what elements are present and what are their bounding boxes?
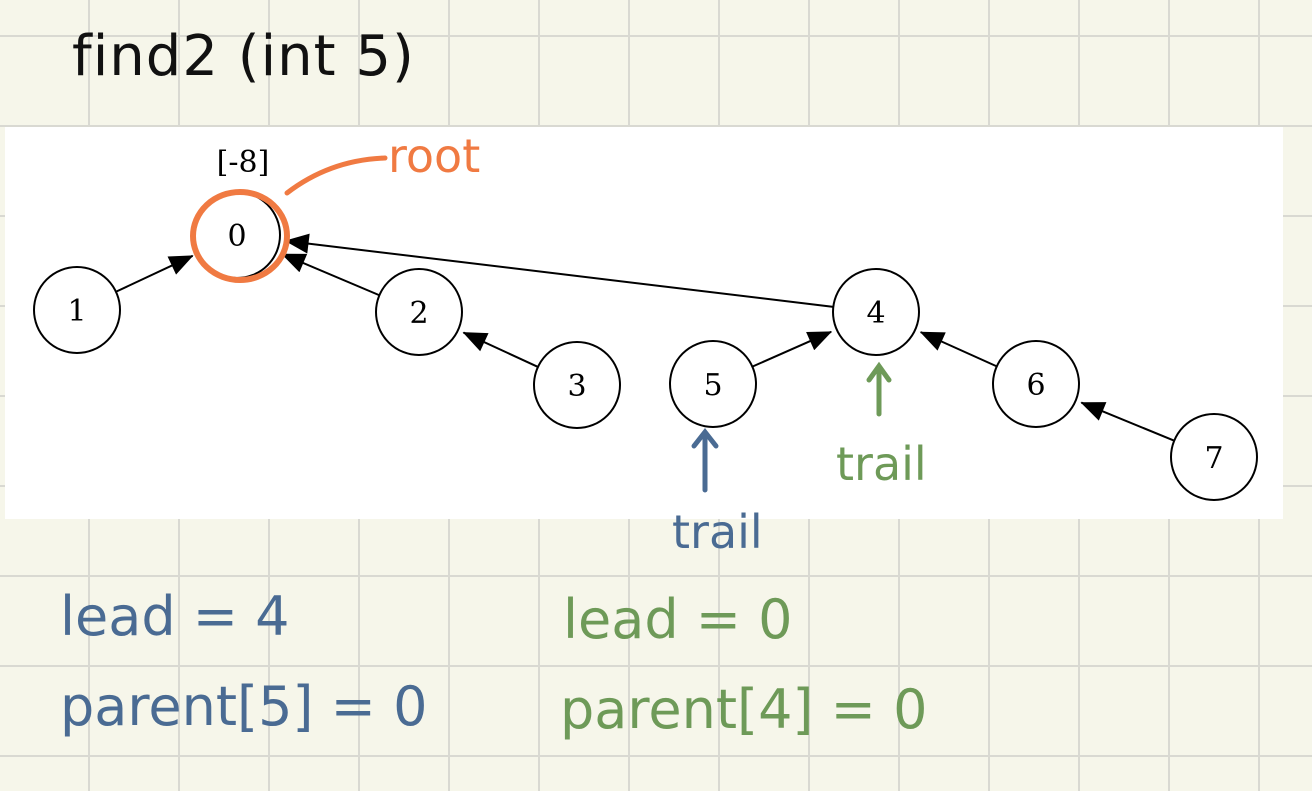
root-highlight-circle [190, 189, 290, 283]
edge-5-to-4 [751, 330, 833, 368]
edge-2-to-0 [281, 253, 380, 297]
green-up-arrow-icon [866, 361, 892, 417]
node-label: 0 [227, 219, 246, 254]
node-label: 4 [866, 296, 885, 331]
node-label: 5 [703, 368, 722, 403]
node-circle [375, 268, 463, 356]
node-4: 4 [832, 268, 920, 356]
node-circle [832, 268, 920, 356]
blue-trail-label: trail [672, 505, 763, 559]
edge-6-to-4 [919, 331, 998, 368]
root-weight-label: [-8] [217, 145, 270, 180]
blue-parent-note: parent[5] = 0 [60, 675, 427, 738]
diagram-panel [5, 127, 1283, 519]
edge-4-to-0 [284, 233, 834, 308]
edge-3-to-2 [462, 331, 539, 368]
node-circle [533, 341, 621, 429]
green-trail-label: trail [836, 437, 927, 491]
blue-lead-note: lead = 4 [60, 585, 290, 648]
node-circle [992, 340, 1080, 428]
node-1: 1 [33, 266, 121, 354]
node-label: 7 [1204, 441, 1223, 476]
green-lead-note: lead = 0 [563, 588, 793, 651]
node-6: 6 [992, 340, 1080, 428]
node-label: 6 [1026, 368, 1045, 403]
node-label: 1 [67, 294, 86, 329]
node-label: 2 [409, 296, 428, 331]
node-circle [33, 266, 121, 354]
node-label: 3 [567, 369, 586, 404]
node-5: 5 [669, 340, 757, 428]
page-title: find2 (int 5) [72, 24, 415, 89]
node-circle [669, 340, 757, 428]
blue-up-arrow-icon [691, 427, 719, 493]
node-3: 3 [533, 341, 621, 429]
node-2: 2 [375, 268, 463, 356]
root-pointer-line [284, 155, 388, 196]
node-7: 7 [1170, 413, 1258, 501]
edge-7-to-6 [1080, 401, 1175, 442]
root-label: root [388, 129, 480, 183]
green-parent-note: parent[4] = 0 [560, 678, 927, 741]
node-circle [1170, 413, 1258, 501]
edge-1-to-0 [115, 254, 194, 293]
